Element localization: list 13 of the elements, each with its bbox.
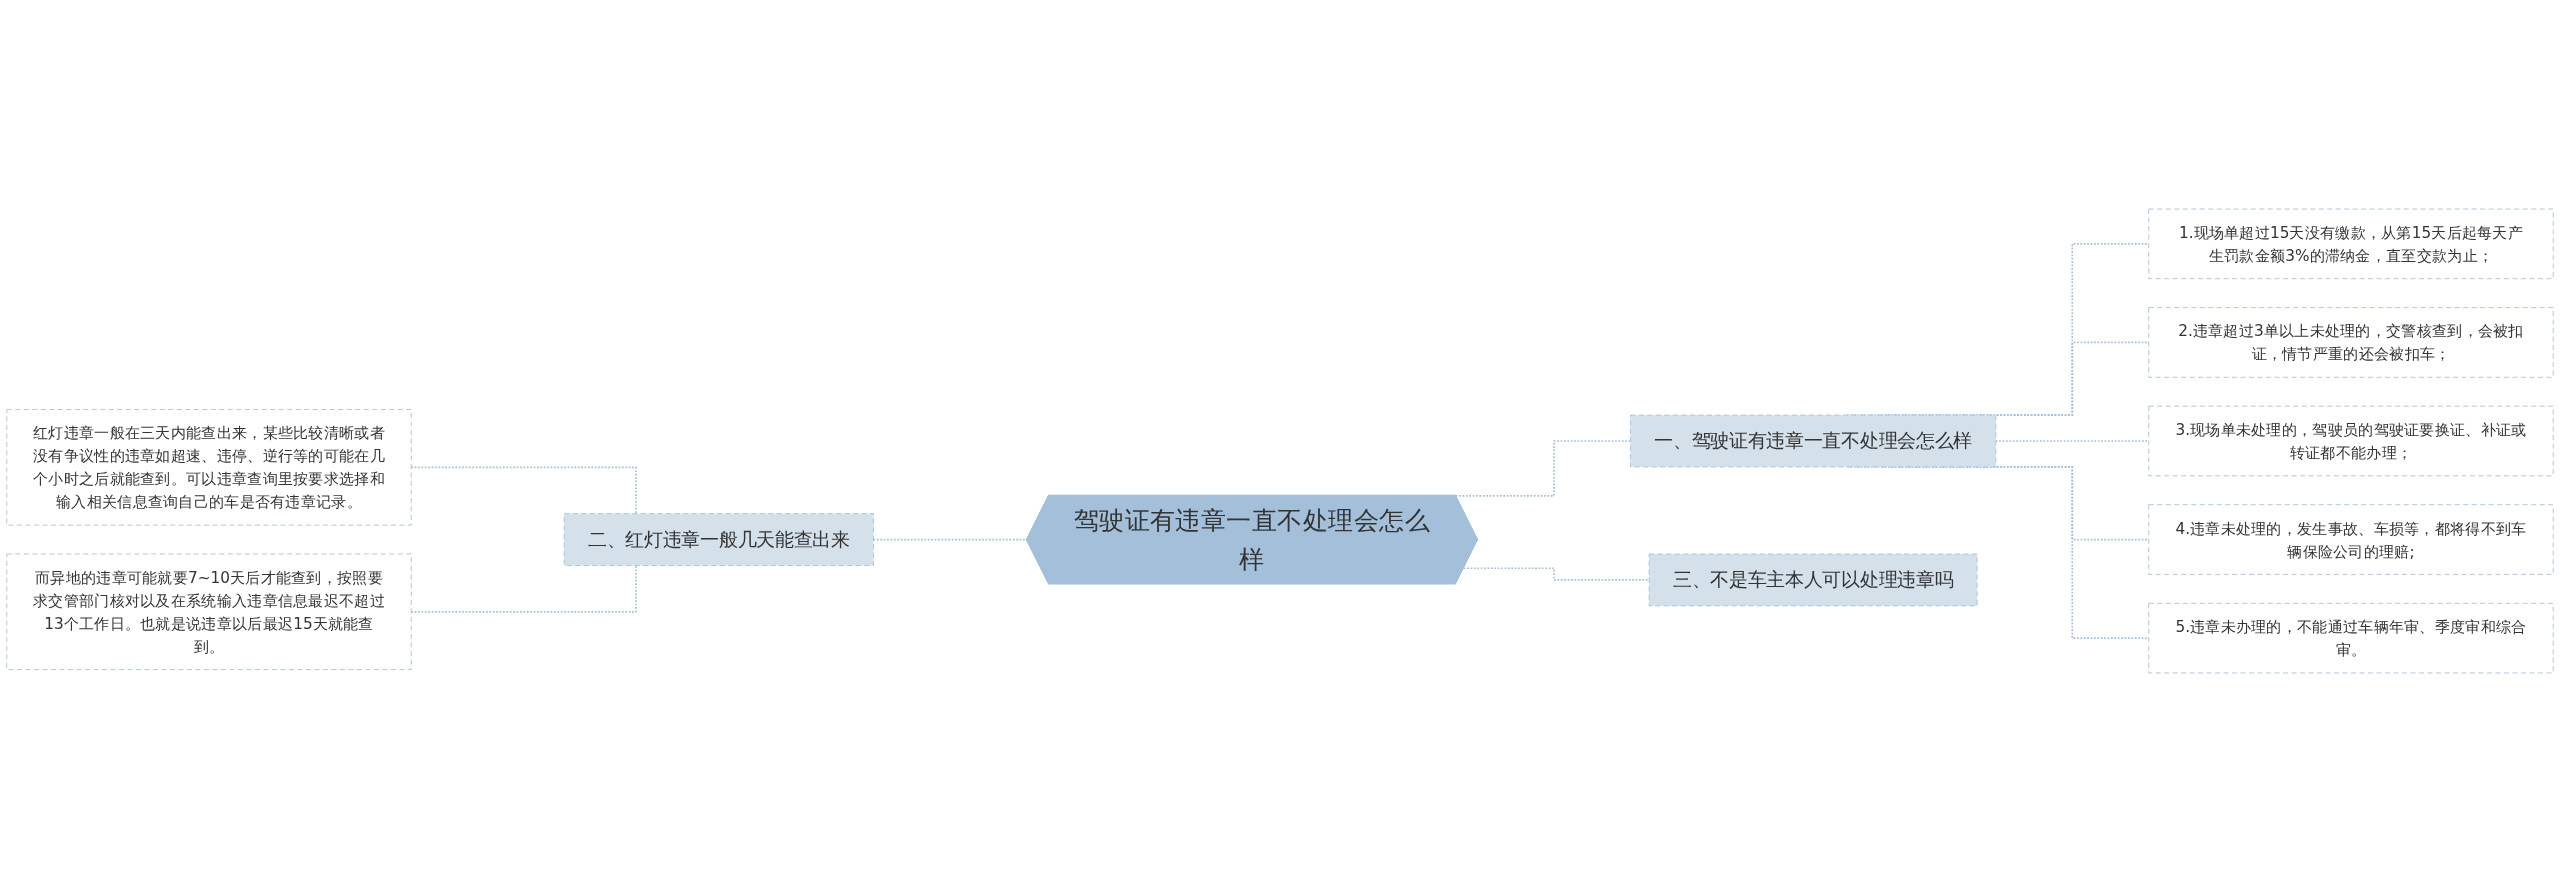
connector xyxy=(1462,567,1650,581)
node-box: 4.违章未处理的，发生事故、车损等，都将得不到车辆保险公司的理赔; xyxy=(2148,504,2554,575)
node-box: 3.现场单未处理的，驾驶员的驾驶证要换证、补证或转证都不能办理； xyxy=(2148,405,2554,477)
node-box: 2.违章超过3单以上未处理的，交警核查到，会被扣证，情节严重的还会被扣车； xyxy=(2148,307,2554,378)
node-box: 三、不是车主本人可以处理违章吗 xyxy=(1648,553,1978,607)
node-box: 一、驾驶证有违章一直不处理会怎么样 xyxy=(1630,414,1997,468)
connector xyxy=(1994,440,2150,442)
node-box: 5.违章未办理的，不能通过车辆年审、季度审和综合审。 xyxy=(2148,602,2554,674)
node-box: 而异地的违章可能就要7~10天后才能查到，按照要求交管部门核对以及在系统输入违章信息最迟不超过13个工作日。也就是说违章以后最迟15天就能查到。 xyxy=(6,553,412,670)
connector xyxy=(872,538,1028,541)
node-box: 二、红灯违章一般几天能查出来 xyxy=(563,513,874,566)
node-box: 1.现场单超过15天没有缴款，从第15天后起每天产生罚款金额3%的滞纳金，直至交款为止； xyxy=(2148,208,2554,280)
node-box: 红灯违章一般在三天内能查出来，某些比较清晰或者没有争议性的违章如超速、违停、逆行等的可能在几个小时之后就能查到。可以违章查询里按要求选择和输入相关信息查询自己的车是否有违章记录。 xyxy=(6,409,412,526)
